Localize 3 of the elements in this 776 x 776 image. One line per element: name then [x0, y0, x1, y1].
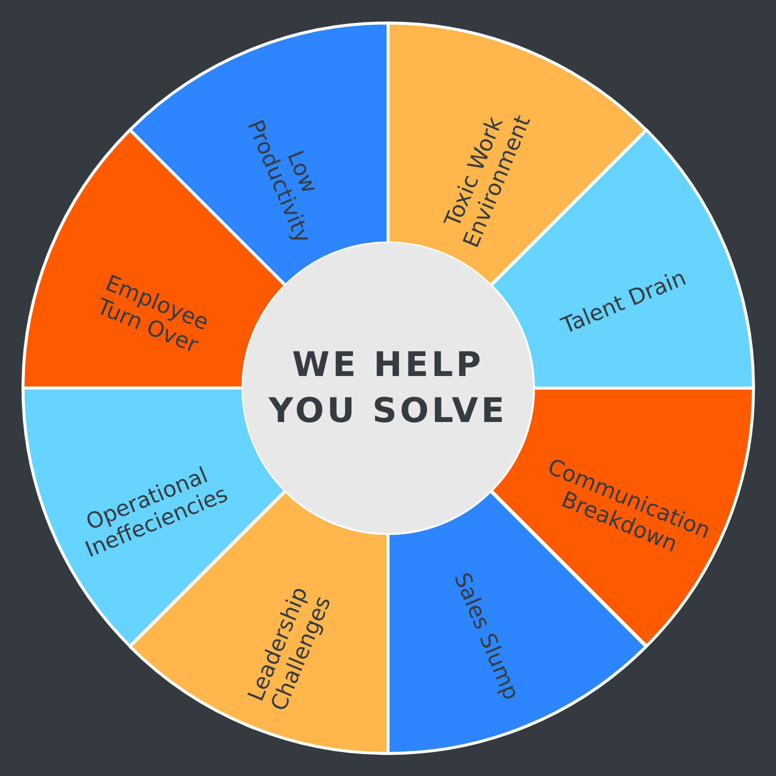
segment-label: Talent Drain [556, 265, 690, 342]
center-title: WE HELP YOU SOLVE [268, 344, 508, 433]
segment-label: Sales Slump [447, 568, 524, 706]
